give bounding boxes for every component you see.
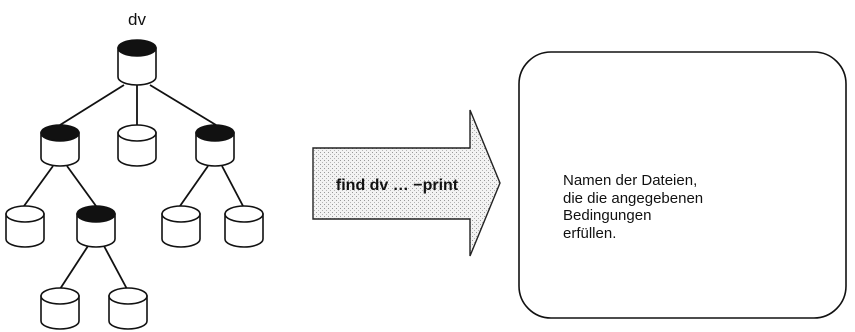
root-directory-icon <box>117 39 157 86</box>
file-icon-right-a <box>161 205 201 248</box>
file-icon-left-a <box>5 205 45 248</box>
result-line-2: die die angegebenen <box>563 189 704 207</box>
directory-icon-left-sub <box>76 205 116 248</box>
result-description: Namen der Dateien, die die angegebenen B… <box>563 172 813 242</box>
file-icon-sub-a <box>40 287 80 330</box>
edge-sub-file-a <box>59 245 89 290</box>
directory-icon-right <box>195 124 235 167</box>
command-text: find dv … −print <box>336 177 459 194</box>
edge-dir-right-file-b <box>221 165 244 207</box>
file-icon-right-b <box>224 205 264 248</box>
file-icon-sub-b <box>108 287 148 330</box>
edge-root-dir-right <box>149 84 217 126</box>
tree-edges <box>23 84 244 290</box>
result-line-1: Namen der Dateien, <box>563 172 698 189</box>
file-icon-middle <box>117 124 157 167</box>
result-line-4: erfüllen. <box>563 224 617 242</box>
result-box <box>518 51 847 319</box>
command-arrow: find dv … −print <box>312 109 501 257</box>
directory-icon-left <box>40 124 80 167</box>
edge-dir-left-sub <box>66 165 97 207</box>
edge-dir-left-file-a <box>23 165 54 207</box>
edge-dir-right-file-a <box>179 165 209 207</box>
edge-sub-file-b <box>103 245 128 290</box>
edge-root-dir-left <box>59 84 125 126</box>
root-directory-label: dv <box>128 10 146 29</box>
result-line-3: Bedingungen <box>563 207 652 224</box>
arrow-shape <box>312 109 501 257</box>
